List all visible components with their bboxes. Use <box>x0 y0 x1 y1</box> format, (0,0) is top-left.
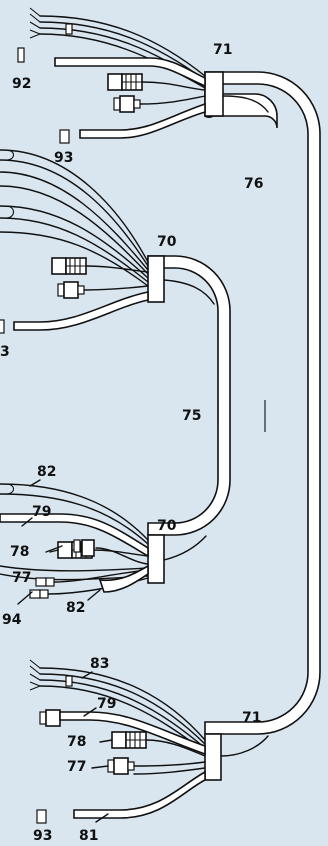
label-92: 92 <box>12 76 31 92</box>
label-78-b: 78 <box>67 734 86 750</box>
branch-70-mid <box>0 149 149 334</box>
label-93-cut: 3 <box>0 344 10 360</box>
connector-78-bottom <box>99 731 206 757</box>
part-92 <box>17 47 25 63</box>
label-71-top: 71 <box>213 42 232 58</box>
junction-70-mid-fork <box>163 279 215 305</box>
label-78-a: 78 <box>10 544 29 560</box>
sleeve-top <box>54 57 206 88</box>
label-79-a: 79 <box>32 504 51 520</box>
label-70-mid: 70 <box>157 234 177 250</box>
label-93-bottom: 93 <box>33 828 52 844</box>
junction-71-bottom-fork <box>220 735 269 757</box>
label-77-b: 77 <box>67 759 86 775</box>
junction-70-low <box>147 534 165 584</box>
connector-78-mid <box>51 257 149 275</box>
label-77-a: 77 <box>12 570 31 586</box>
connector-77-low <box>45 539 149 565</box>
part-83-tip <box>65 675 73 687</box>
part-93-top <box>59 129 70 144</box>
leader-83 <box>81 671 93 679</box>
label-93-top: 93 <box>54 150 73 166</box>
connector-79-bottom <box>39 707 206 756</box>
part-93-bottom <box>36 809 47 824</box>
connector-78-top <box>107 73 206 91</box>
label-79-b: 79 <box>97 696 116 712</box>
connector-77-bottom <box>91 757 206 775</box>
sleeve-bottom-81 <box>73 770 206 819</box>
branch-71-top <box>17 7 206 144</box>
connector-77-top <box>113 95 206 113</box>
sleeve-mid-lower <box>13 291 149 331</box>
label-82-a: 82 <box>37 464 56 480</box>
label-82-b: 82 <box>66 600 85 616</box>
leader-81 <box>95 813 109 823</box>
sleeve-low-82 <box>98 564 149 593</box>
label-75: 75 <box>182 408 201 424</box>
connector-77-mid <box>57 281 149 299</box>
label-76: 76 <box>244 176 263 192</box>
label-71-bottom: 71 <box>242 710 261 726</box>
flying-leads-top <box>29 7 73 39</box>
junction-70-low-fork <box>163 535 207 561</box>
branch-70-low <box>0 479 149 605</box>
junction-71-top-body <box>204 71 224 117</box>
junction-71-top-fork <box>222 95 269 113</box>
label-83: 83 <box>90 656 109 672</box>
junction-71-bottom <box>204 733 222 781</box>
branch-71-bottom <box>29 659 206 824</box>
sleeve-top-lower <box>79 102 206 139</box>
label-94: 94 <box>2 612 22 628</box>
junction-70-mid <box>147 255 165 303</box>
part-93-cut <box>0 319 5 334</box>
label-70-low: 70 <box>157 518 177 534</box>
label-81: 81 <box>79 828 98 844</box>
